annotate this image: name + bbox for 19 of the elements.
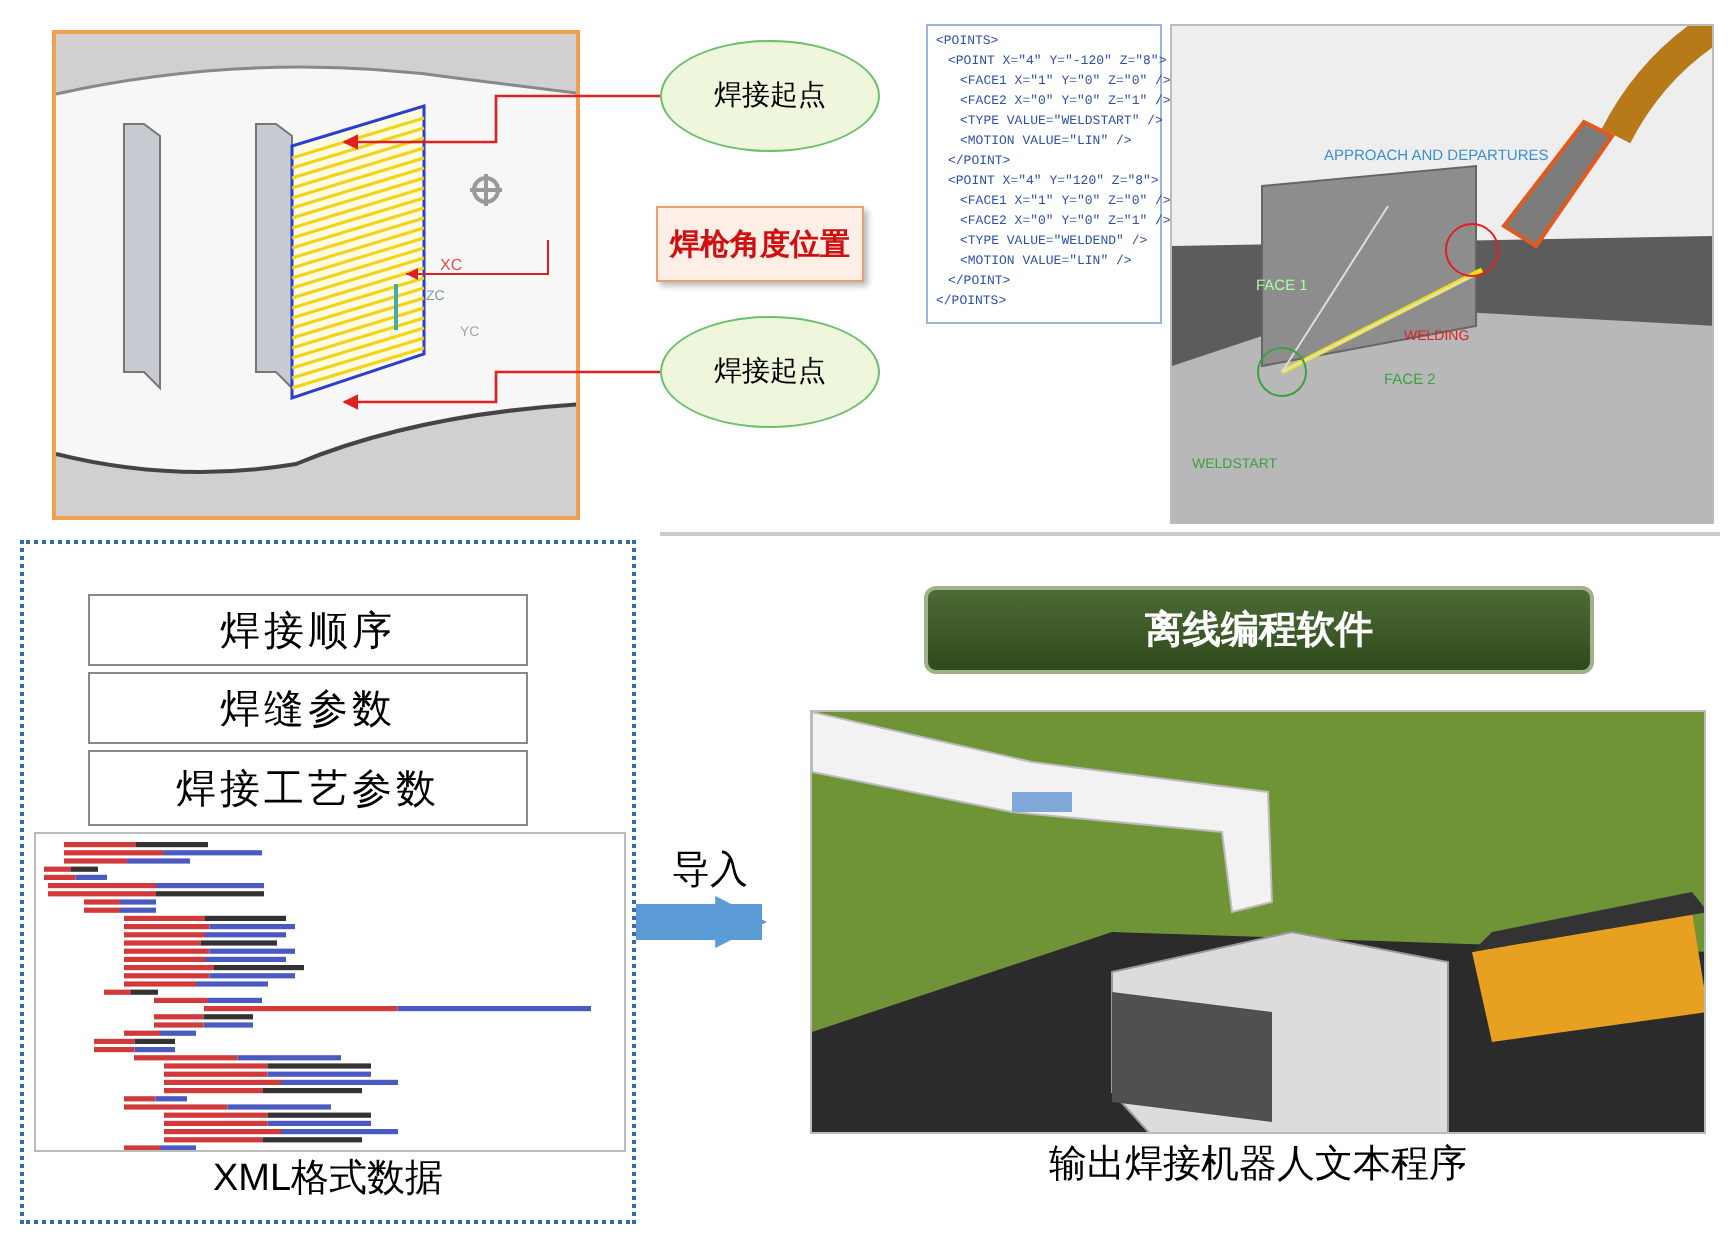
leader-line (342, 370, 660, 410)
parameter-box (88, 750, 528, 826)
label-box (656, 206, 864, 282)
box-text: 焊缝参数 (220, 685, 396, 735)
parameter-box (88, 672, 528, 744)
annotation-text: XC (440, 256, 463, 274)
box-text: 焊接顺序 (220, 607, 396, 657)
callout-text: 焊接起点 (714, 78, 826, 114)
block-arrow (636, 896, 768, 948)
callout-text: 焊接起点 (714, 354, 826, 390)
label-text: 焊枪角度位置 (670, 225, 850, 263)
title-banner (924, 586, 1594, 674)
parameter-box (88, 594, 528, 666)
panel-caption: XML格式数据 (212, 1156, 444, 1204)
panel-frame (20, 540, 636, 1224)
banner-text: 离线编程软件 (1145, 607, 1373, 656)
box-text: 焊接工艺参数 (176, 765, 440, 815)
picture-caption: 输出焊接机器人文本程序 (1049, 1142, 1467, 1190)
leader-line (342, 94, 660, 150)
